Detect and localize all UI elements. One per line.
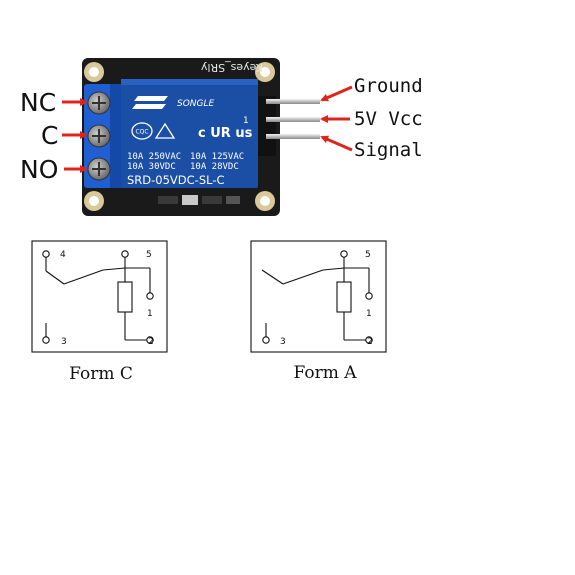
header-pin-signal (266, 134, 320, 139)
pin-number: 5 (365, 250, 371, 260)
pin-number: 2 (148, 337, 154, 347)
relay-module: Keyes_SRly SONGLE CQC (82, 58, 320, 216)
songle-logo-icon (132, 96, 168, 109)
schematic-form-a (250, 240, 387, 353)
warning-triangle-icon (154, 122, 176, 139)
pin-header (258, 96, 276, 156)
schematic-caption: Form C (69, 364, 133, 384)
label-c: C (41, 121, 58, 150)
terminal-screw-nc (87, 91, 111, 115)
arrow-signal (320, 135, 353, 152)
pin-labels: Ground 5V Vcc Signal (320, 75, 423, 161)
relay-cert: c UR us (198, 126, 253, 141)
relay-cert-number: 1 (243, 116, 249, 126)
label-nc: NC (20, 88, 56, 117)
pin-number: 2 (367, 337, 373, 347)
label-no: NO (20, 155, 58, 184)
schematic-frame (31, 240, 168, 353)
header-pin-vcc (266, 117, 320, 122)
relay-rating: 10A 250VAC (127, 152, 181, 162)
pin-number: 3 (280, 337, 286, 347)
relay-model: SRD-05VDC-SL-C (127, 173, 225, 187)
relay-rating: 10A 28VDC (190, 162, 239, 172)
label-ground: Ground (354, 75, 423, 97)
schematic-form-c (31, 240, 168, 353)
terminal-screw-c (87, 124, 111, 148)
relay-brand: SONGLE (177, 99, 215, 109)
arrow-ground (320, 85, 353, 102)
pin-number: 3 (61, 337, 67, 347)
cqc-mark-icon (131, 122, 153, 140)
smd-component (158, 196, 178, 204)
pin-number: 5 (146, 250, 152, 260)
schematic-caption: Form A (293, 363, 357, 383)
board-silk-label: Keyes_SRly (200, 61, 263, 74)
label-vcc: 5V Vcc (354, 108, 423, 130)
label-signal: Signal (354, 139, 423, 161)
header-pin-ground (266, 99, 320, 104)
terminal-labels: NC C NO (20, 88, 88, 184)
relay-rating: 10A 30VDC (127, 162, 176, 172)
pin-number: 1 (366, 309, 372, 319)
pin-number: 1 (147, 309, 153, 319)
pin-number: 4 (60, 250, 66, 260)
relay-rating: 10A 125VAC (190, 152, 244, 162)
terminal-screw-no (87, 157, 111, 181)
svg-text:CQC: CQC (135, 129, 148, 136)
schematic-frame (250, 240, 387, 353)
